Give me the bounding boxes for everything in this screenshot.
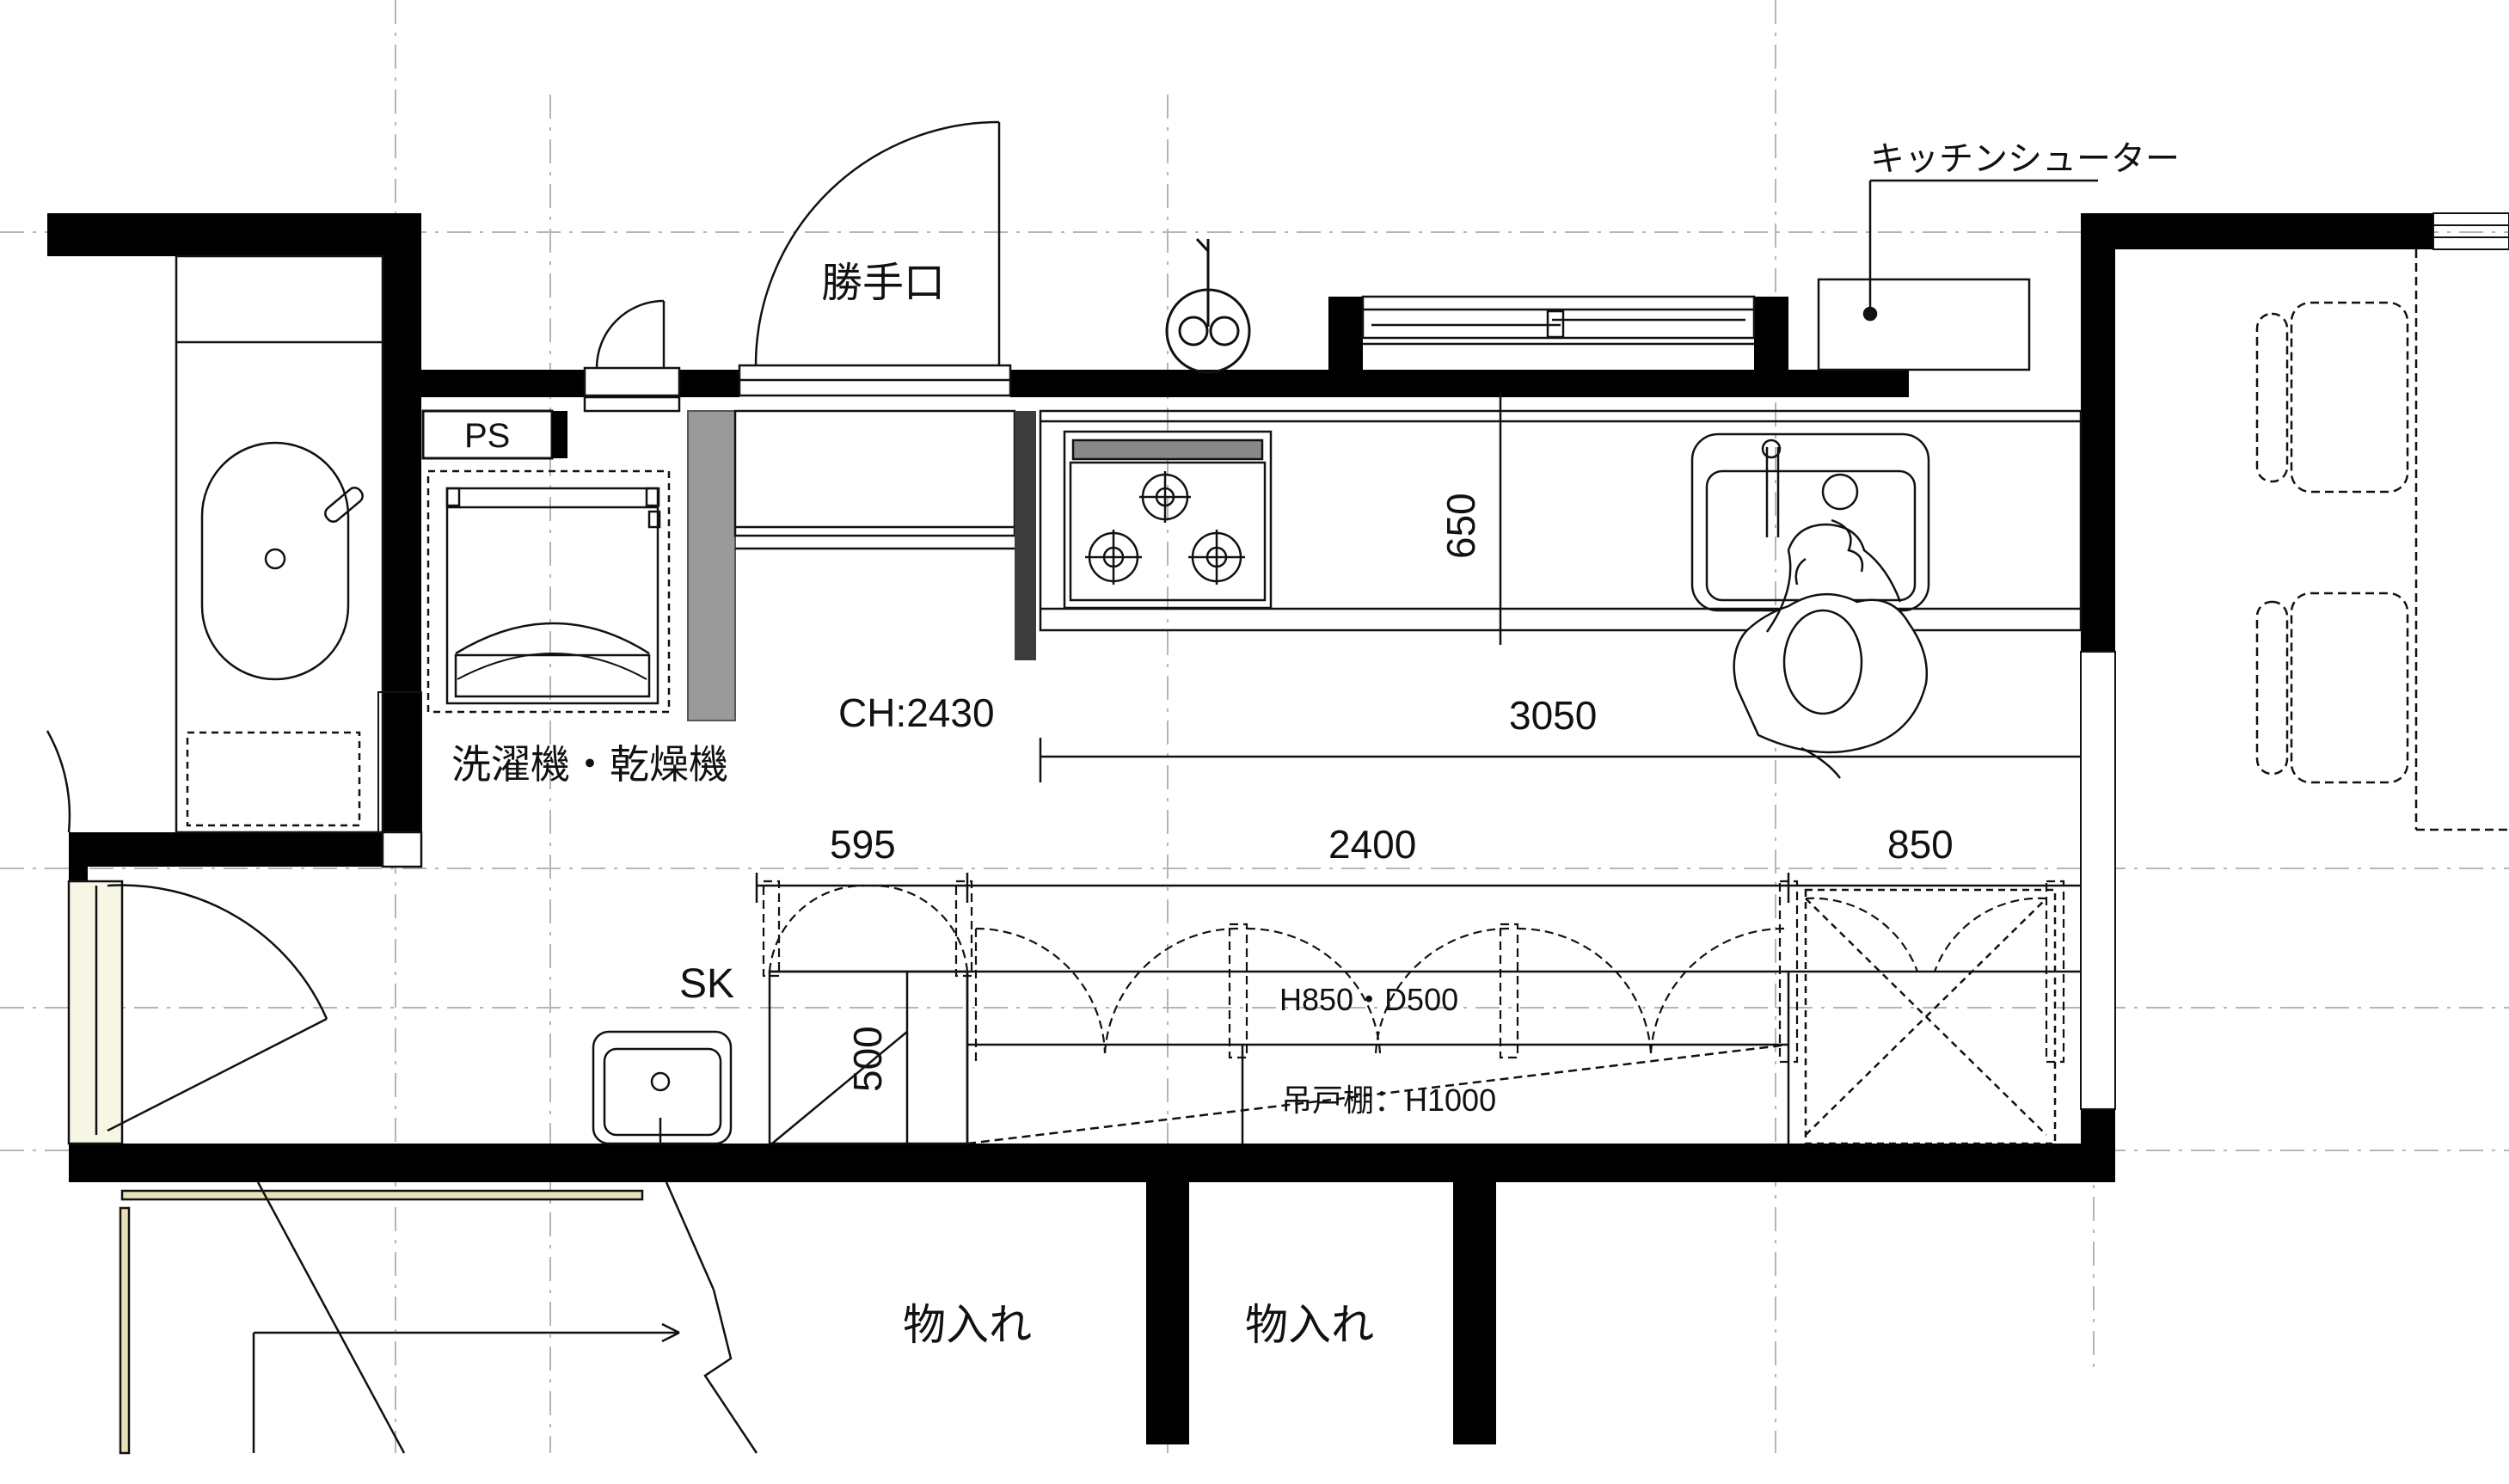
walls	[47, 213, 2433, 1444]
washbasin-area	[175, 254, 422, 834]
burner-icon	[1188, 530, 1245, 585]
small-door	[583, 299, 681, 413]
cooktop	[1063, 430, 1273, 610]
cabinet-door-swings	[762, 880, 2065, 1064]
burner-icon	[1139, 471, 1191, 523]
counter-depth-value: 650	[1439, 493, 1483, 559]
right-cabinet-dim: 850	[1887, 822, 1954, 867]
storage-label-2: 物入れ	[1245, 1300, 1374, 1350]
back-door-label: 勝手口	[821, 259, 945, 307]
kitchen-chute-label: キッチンシューター	[1870, 139, 2180, 179]
wall-cabinet-spec-label: 吊戸棚：H1000	[1281, 1082, 1496, 1118]
right-wall-opening	[2080, 651, 2116, 1110]
left-cabinet-dim: 595	[830, 822, 896, 867]
person-figure	[1733, 518, 1928, 779]
sk-label: SK	[679, 961, 734, 1007]
dining-chairs	[2255, 249, 2509, 831]
kitchen-chute	[1817, 179, 2098, 371]
right-window	[2432, 212, 2509, 250]
partition-wall	[687, 410, 736, 721]
middle-cabinet-dim: 2400	[1328, 822, 1416, 867]
burner-icon	[1085, 530, 1142, 585]
ps-label: PS	[464, 417, 510, 455]
storage-label-1: 物入れ	[903, 1300, 1032, 1350]
lower-left-area	[119, 1181, 758, 1455]
washbasin-bowl	[200, 441, 350, 681]
section-marker	[1165, 237, 1251, 374]
counter-length-value: 3050	[1509, 693, 1597, 738]
sk-depth-value: 500	[845, 1026, 890, 1092]
ps-box: PS	[421, 409, 567, 460]
dark-panel	[1015, 411, 1036, 660]
back-door	[733, 120, 1016, 550]
left-entry-door	[46, 730, 423, 1145]
cabinet-spec-label: H850・D500	[1279, 982, 1458, 1017]
washer-dryer	[426, 469, 671, 714]
base-cabinets	[768, 888, 2081, 1145]
ceiling-height-label: CH:2430	[838, 690, 995, 735]
service-sink	[592, 1030, 733, 1145]
counter-length-dim	[1039, 738, 2081, 782]
washer-dryer-label: 洗濯機・乾燥機	[451, 741, 728, 788]
cabinet-dims	[755, 873, 2081, 903]
window	[1361, 295, 1756, 346]
